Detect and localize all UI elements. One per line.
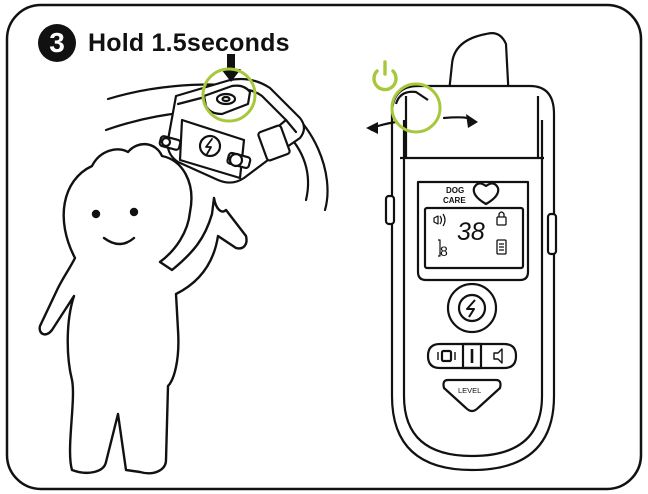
prong-left-tip <box>160 136 172 148</box>
character-outline <box>38 143 248 475</box>
remote-side-button-right <box>546 212 558 256</box>
remote-lcd <box>423 206 525 270</box>
step-header: 3 Hold 1.5seconds <box>38 24 290 62</box>
brand-text-top: DOG <box>446 186 464 195</box>
step-instruction: Hold 1.5seconds <box>88 28 290 57</box>
brand-heart-icon <box>472 182 500 206</box>
character-eye-right <box>129 207 139 217</box>
remote-power-button <box>394 90 429 105</box>
level-button-label: LEVEL <box>458 386 481 395</box>
lcd-channel-readout: 8 <box>440 243 448 259</box>
shock-button-inner <box>457 293 487 323</box>
panel-frame <box>5 3 643 491</box>
collar-buckle <box>257 124 291 162</box>
signal-icon <box>433 215 439 225</box>
remote-body-inner <box>402 120 544 458</box>
lock-icon <box>496 216 507 226</box>
battery-bars <box>499 243 504 251</box>
cartoon-character <box>38 143 248 475</box>
rotate-arrows-icon <box>366 114 478 134</box>
receiver-shock-badge <box>198 134 222 158</box>
battery-icon <box>496 239 507 255</box>
mode-divider-button <box>461 342 483 370</box>
prong-right-tip <box>228 152 244 168</box>
character-smile <box>102 236 136 246</box>
remote-side-button-left <box>384 194 396 226</box>
collar-highlight-ring <box>201 67 257 123</box>
vibrate-icon <box>440 349 453 363</box>
vibrate-icon-waves <box>437 352 456 360</box>
lock-shackle <box>498 211 505 217</box>
signal-waves-icon <box>439 213 446 227</box>
power-icon <box>372 60 398 92</box>
remote-transmitter <box>384 32 558 472</box>
press-arrow-icon <box>221 54 241 82</box>
receiver-power-dot <box>221 95 231 103</box>
lcd-bracket <box>438 239 441 257</box>
step-number-badge: 3 <box>38 24 76 62</box>
lightning-icon <box>205 138 213 155</box>
character-eye-left <box>91 209 101 219</box>
remote-side-grip <box>404 96 540 158</box>
lightning-icon <box>466 299 476 318</box>
receiver-power-button <box>215 92 237 106</box>
lcd-level-readout: 38 <box>457 218 485 246</box>
level-button <box>442 378 502 413</box>
remote-highlight-ring <box>390 82 442 134</box>
speaker-icon <box>493 348 503 364</box>
brand-text-bottom: CARE <box>443 196 466 205</box>
